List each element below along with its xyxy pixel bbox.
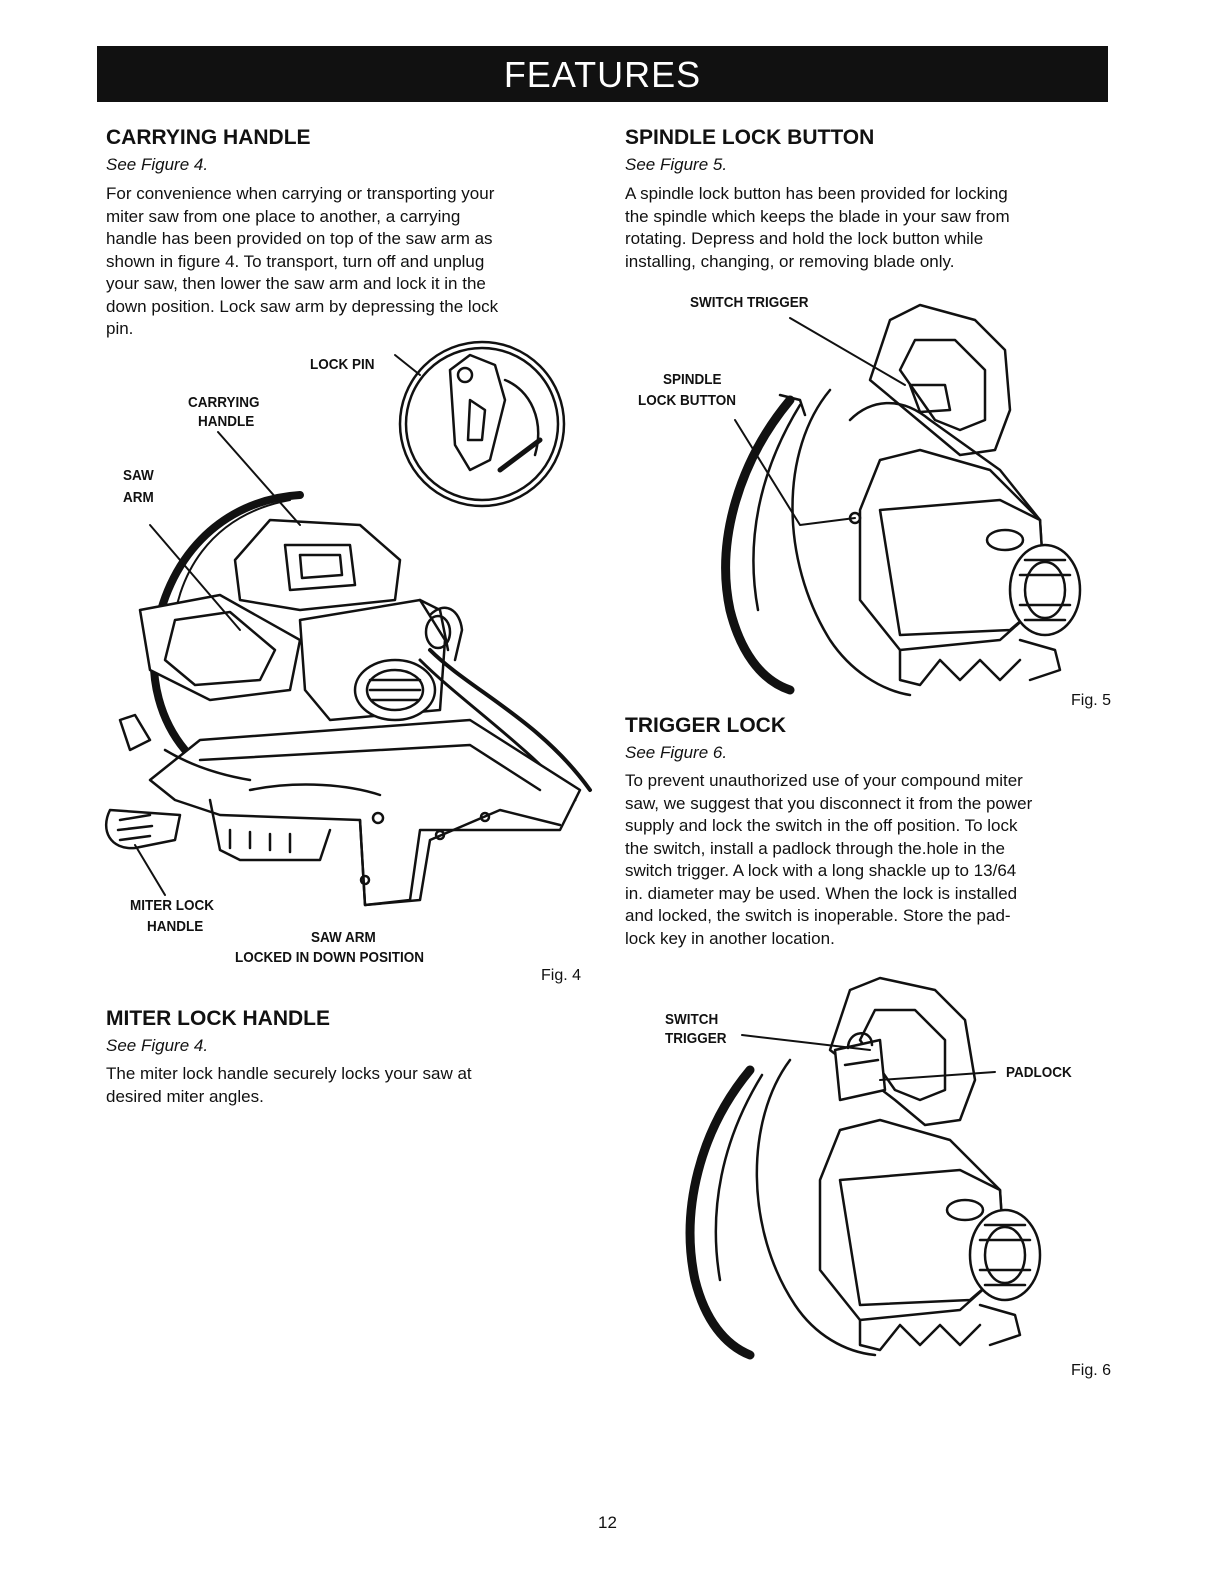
saw-arm-label-line1: SAW — [123, 467, 154, 484]
text-line: To prevent unauthorized use of your comp… — [625, 771, 1023, 790]
figure-5-caption: Fig. 5 — [1071, 692, 1112, 709]
text-line: switch trigger. A lock with a long shack… — [625, 861, 1017, 880]
trigger-lock-heading: TRIGGER LOCK — [625, 714, 786, 737]
spindle-lock-paragraph: A spindle lock button has been provided … — [625, 183, 1010, 273]
spindle-lock-see-figure: See Figure 5. — [625, 155, 728, 174]
figure-6-caption: Fig. 6 — [1071, 1362, 1112, 1379]
text-line: supply and lock the switch in the off po… — [625, 816, 1018, 835]
text-line: The miter lock handle securely locks you… — [106, 1064, 472, 1083]
miter-lock-handle-label-line2: HANDLE — [147, 918, 204, 935]
text-line: shown in figure 4. To transport, turn of… — [106, 251, 485, 271]
text-line: your saw, then lower the saw arm and loc… — [106, 274, 486, 293]
spindle-label-line1: SPINDLE — [663, 371, 722, 388]
text-line: the spindle which keeps the blade in you… — [625, 206, 1010, 226]
text-line: pin. — [106, 319, 134, 338]
trigger-lock-paragraph: To prevent unauthorized use of your comp… — [625, 770, 1032, 950]
padlock-label: PADLOCK — [1006, 1064, 1072, 1081]
switch-trigger-label-line1: SWITCH — [665, 1011, 719, 1028]
carrying-handle-label-line2: HANDLE — [198, 413, 255, 430]
switch-trigger-label: SWITCH TRIGGER — [690, 294, 809, 311]
lock-pin-label: LOCK PIN — [310, 356, 375, 373]
text-line: in. diameter may be used. When the lock … — [625, 883, 1018, 903]
spindle-lock-heading: SPINDLE LOCK BUTTON — [625, 126, 875, 149]
text-line: the switch, install a padlock through th… — [625, 838, 1005, 858]
carrying-handle-heading: CARRYING HANDLE — [106, 126, 311, 149]
text-line: miter saw from one place to another, a c… — [106, 206, 461, 226]
carrying-handle-paragraph: For convenience when carrying or transpo… — [106, 183, 498, 341]
miter-lock-handle-label-line1: MITER LOCK — [130, 897, 214, 914]
carrying-handle-label-line1: CARRYING — [188, 394, 260, 411]
text-line: saw, we suggest that you disconnect it f… — [625, 793, 1033, 813]
banner-title: FEATURES — [503, 54, 702, 95]
trigger-lock-see-figure: See Figure 6. — [625, 743, 728, 762]
carrying-handle-see-figure: See Figure 4. — [106, 155, 209, 174]
features-banner: FEATURES — [97, 46, 1108, 102]
text-line: desired miter angles. — [106, 1086, 264, 1106]
switch-trigger-label-line2: TRIGGER — [665, 1030, 727, 1047]
text-line: handle has been provided on top of the s… — [106, 229, 493, 248]
text-line: and locked, the switch is inoperable. St… — [625, 906, 1011, 925]
text-line: For convenience when carrying or transpo… — [106, 184, 495, 203]
spindle-label-line2: LOCK BUTTON — [638, 392, 737, 409]
text-line: installing, changing, or removing blade … — [625, 251, 955, 271]
saw-arm-locked-label-line2: LOCKED IN DOWN POSITION — [235, 949, 424, 966]
saw-arm-locked-label-line1: SAW ARM — [311, 929, 376, 946]
figure-4-caption: Fig. 4 — [541, 967, 582, 984]
miter-lock-handle-heading: MITER LOCK HANDLE — [106, 1007, 330, 1030]
text-line: A spindle lock button has been provided … — [625, 184, 1008, 203]
miter-lock-handle-see-figure: See Figure 4. — [106, 1036, 209, 1055]
page-number: 12 — [598, 1513, 617, 1532]
text-line: lock key in another location. — [625, 928, 835, 948]
miter-lock-handle-paragraph: The miter lock handle securely locks you… — [106, 1063, 472, 1108]
saw-arm-label-line2: ARM — [123, 489, 154, 506]
text-line: rotating. Depress and hold the lock butt… — [625, 229, 984, 248]
text-line: down position. Lock saw arm by depressin… — [106, 296, 499, 316]
